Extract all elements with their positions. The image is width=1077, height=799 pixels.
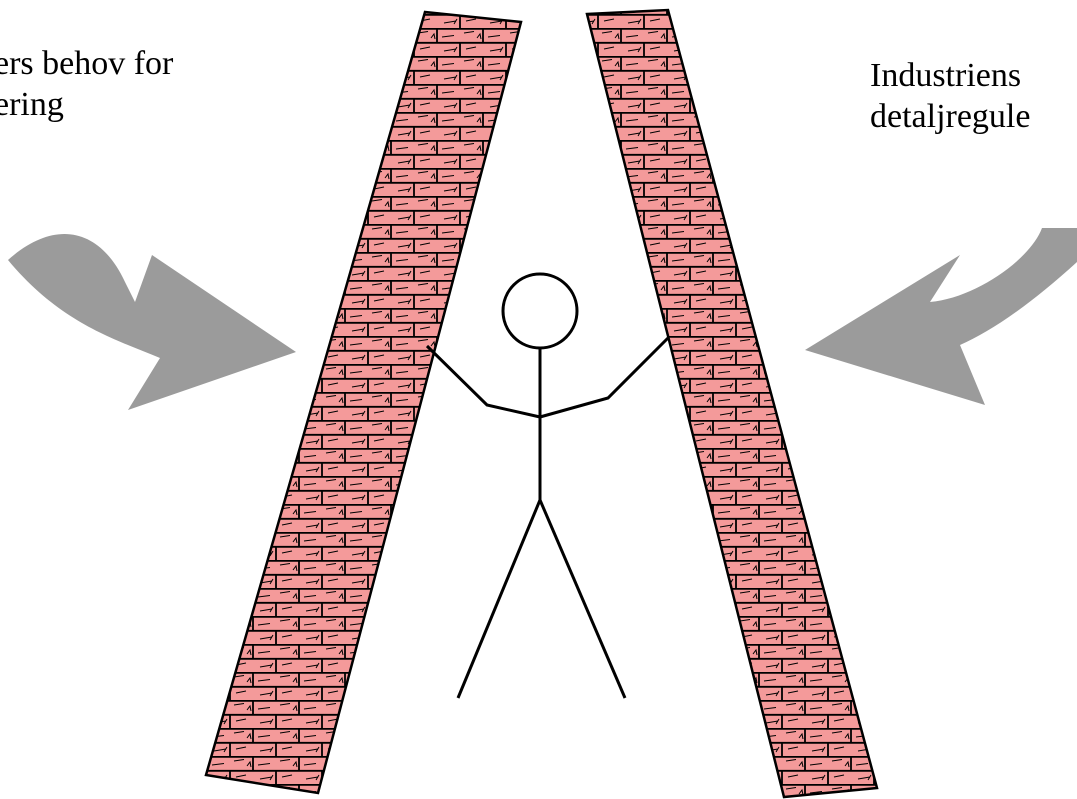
- figure-left-leg: [458, 500, 540, 698]
- figure-left-arm: [427, 346, 540, 417]
- right-caption-line-1: Industriens: [870, 55, 1030, 96]
- right-caption-line-2: detaljregule: [870, 96, 1030, 137]
- stick-figure-icon: [427, 274, 668, 698]
- figure-right-arm: [540, 338, 668, 417]
- left-caption-line-1: ers behov for: [0, 43, 173, 84]
- left-brick-wall: [206, 12, 521, 793]
- figure-right-leg: [540, 500, 625, 698]
- left-caption: ers behov for ering: [0, 43, 173, 125]
- figure-head: [503, 274, 577, 348]
- left-caption-line-2: ering: [0, 84, 173, 125]
- curved-arrow-right-icon: [8, 234, 296, 410]
- right-caption: Industriens detaljregule: [870, 55, 1030, 137]
- right-brick-wall: [587, 10, 877, 797]
- curved-arrow-left-icon: [805, 228, 1077, 405]
